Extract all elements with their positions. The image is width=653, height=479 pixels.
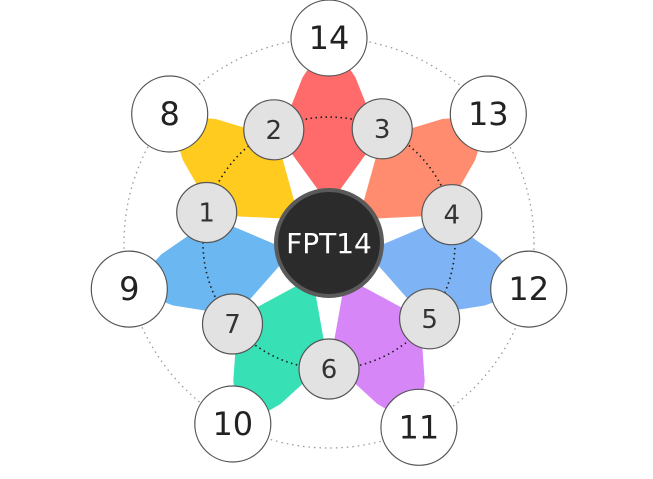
outer-node-label: 14 [309, 19, 350, 57]
outer-node-circle [380, 388, 458, 466]
outer-node-label: 8 [160, 95, 180, 133]
outer-node-circle [490, 250, 568, 328]
inner-node-label: 5 [421, 305, 438, 335]
outer-node: 13 [449, 75, 527, 153]
center-circle [274, 188, 384, 298]
inner-node-label: 2 [266, 116, 283, 146]
petal [279, 38, 379, 205]
inner-node: 7 [201, 293, 264, 355]
center-label: FPT14 [286, 227, 372, 260]
inner-node: 2 [243, 99, 305, 161]
inner-node-circle [201, 293, 264, 355]
inner-node-label: 7 [224, 310, 241, 340]
outer-orbit [123, 37, 535, 449]
inner-node: 4 [421, 184, 483, 246]
outer-node-label: 9 [119, 270, 139, 308]
inner-node-circle [298, 338, 360, 400]
inner-node-circle [351, 98, 413, 160]
outer-node-circle [449, 75, 527, 153]
inner-node-label: 4 [444, 201, 461, 231]
outer-node: 8 [131, 75, 209, 153]
outer-node-label: 13 [468, 95, 509, 133]
inner-node-label: 6 [321, 355, 338, 385]
outer-node: 12 [490, 250, 568, 328]
outer-node-label: 12 [508, 270, 549, 308]
outer-node: 10 [194, 385, 272, 463]
center-hub: FPT14 [274, 188, 384, 298]
outer-node: 11 [380, 388, 458, 466]
outer-node-label: 11 [399, 408, 440, 446]
inner-node: 3 [351, 98, 413, 160]
inner-node-circle [421, 184, 483, 246]
inner-node-label: 1 [198, 199, 215, 229]
inner-node: 5 [399, 288, 461, 350]
petal [129, 218, 292, 316]
inner-node: 6 [298, 338, 360, 400]
outer-node-label: 10 [212, 405, 253, 443]
inner-nodes: 1 2 3 4 5 6 7 [176, 98, 483, 400]
outer-node-circle [131, 75, 209, 153]
inner-node-circle [399, 288, 461, 350]
inner-node-circle [176, 181, 238, 244]
inner-node-circle [243, 99, 305, 161]
outer-node-circle [90, 250, 168, 328]
petal [366, 218, 529, 316]
outer-node-circle [290, 0, 368, 77]
outer-node: 9 [90, 250, 168, 328]
inner-node: 1 [176, 181, 238, 244]
outer-node: 14 [290, 0, 368, 77]
inner-node-label: 3 [374, 115, 391, 145]
outer-node-circle [194, 385, 272, 463]
